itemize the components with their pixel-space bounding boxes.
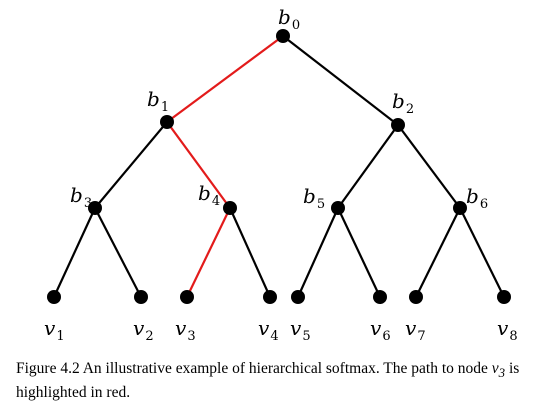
node-label-v2: v2 bbox=[133, 316, 154, 344]
node-v4 bbox=[263, 290, 277, 304]
node-b6 bbox=[453, 201, 467, 215]
hierarchical-softmax-tree: b0 b1 b2 b3 b4 b5 b6 v1 v2 v3 v4 v5 v6 v7 v8 bbox=[44, 5, 518, 344]
caption-suffix: is highlighted in red. bbox=[16, 360, 520, 402]
caption-node-base: v bbox=[491, 360, 499, 377]
edge-b1-b3 bbox=[94, 121, 168, 209]
node-v3 bbox=[180, 290, 194, 304]
edge-b4-v4 bbox=[228, 207, 272, 298]
tree-labels: b0 b1 b2 b3 b4 b5 b6 v1 v2 v3 v4 v5 v6 v7 v8 bbox=[44, 5, 518, 344]
caption-node-symbol: v3 bbox=[491, 360, 506, 381]
node-v1 bbox=[47, 290, 61, 304]
node-b5 bbox=[331, 201, 345, 215]
edge-b3-v2 bbox=[94, 207, 142, 298]
figure-caption: Figure 4.2 An illustrative example of hi… bbox=[16, 359, 551, 403]
edge-b1-b4-highlighted bbox=[166, 121, 231, 209]
edge-b0-b2 bbox=[282, 35, 399, 126]
edge-b5-v6 bbox=[337, 207, 381, 298]
node-label-v4: v4 bbox=[258, 316, 279, 344]
node-v6 bbox=[373, 290, 387, 304]
node-label-v3: v3 bbox=[175, 316, 196, 344]
edge-b2-b6 bbox=[397, 124, 461, 209]
edge-b6-v7 bbox=[415, 207, 461, 298]
edge-b5-v5 bbox=[296, 207, 340, 298]
node-label-b0: b0 bbox=[278, 5, 300, 33]
node-b0 bbox=[276, 29, 290, 43]
node-label-v6: v6 bbox=[370, 316, 391, 344]
node-label-b2: b2 bbox=[392, 89, 414, 117]
node-v2 bbox=[134, 290, 148, 304]
node-label-b3: b3 bbox=[70, 183, 92, 211]
node-label-b5: b5 bbox=[303, 184, 325, 212]
node-label-b6: b6 bbox=[466, 184, 488, 212]
node-label-v7: v7 bbox=[405, 316, 426, 344]
node-label-v1: v1 bbox=[44, 316, 65, 344]
caption-node-sub: 3 bbox=[498, 365, 506, 381]
node-b4 bbox=[223, 201, 237, 215]
node-b1 bbox=[160, 115, 174, 129]
edge-b3-v1 bbox=[53, 207, 96, 298]
node-label-v8: v8 bbox=[497, 316, 518, 344]
node-label-v5: v5 bbox=[290, 316, 311, 344]
edge-b4-v3-highlighted bbox=[186, 207, 231, 298]
node-b3 bbox=[88, 201, 102, 215]
node-label-b1: b1 bbox=[147, 87, 169, 115]
node-v5 bbox=[291, 290, 305, 304]
node-v7 bbox=[409, 290, 423, 304]
node-b2 bbox=[391, 118, 405, 132]
edge-b0-b1-highlighted bbox=[166, 35, 284, 123]
node-label-b4: b4 bbox=[198, 181, 220, 209]
edge-b6-v8 bbox=[459, 207, 505, 298]
tree-edges bbox=[53, 35, 505, 298]
node-v8 bbox=[497, 290, 511, 304]
tree-nodes bbox=[47, 29, 511, 304]
caption-prefix: Figure 4.2 An illustrative example of hi… bbox=[16, 360, 492, 377]
edge-b2-b5 bbox=[337, 124, 399, 209]
